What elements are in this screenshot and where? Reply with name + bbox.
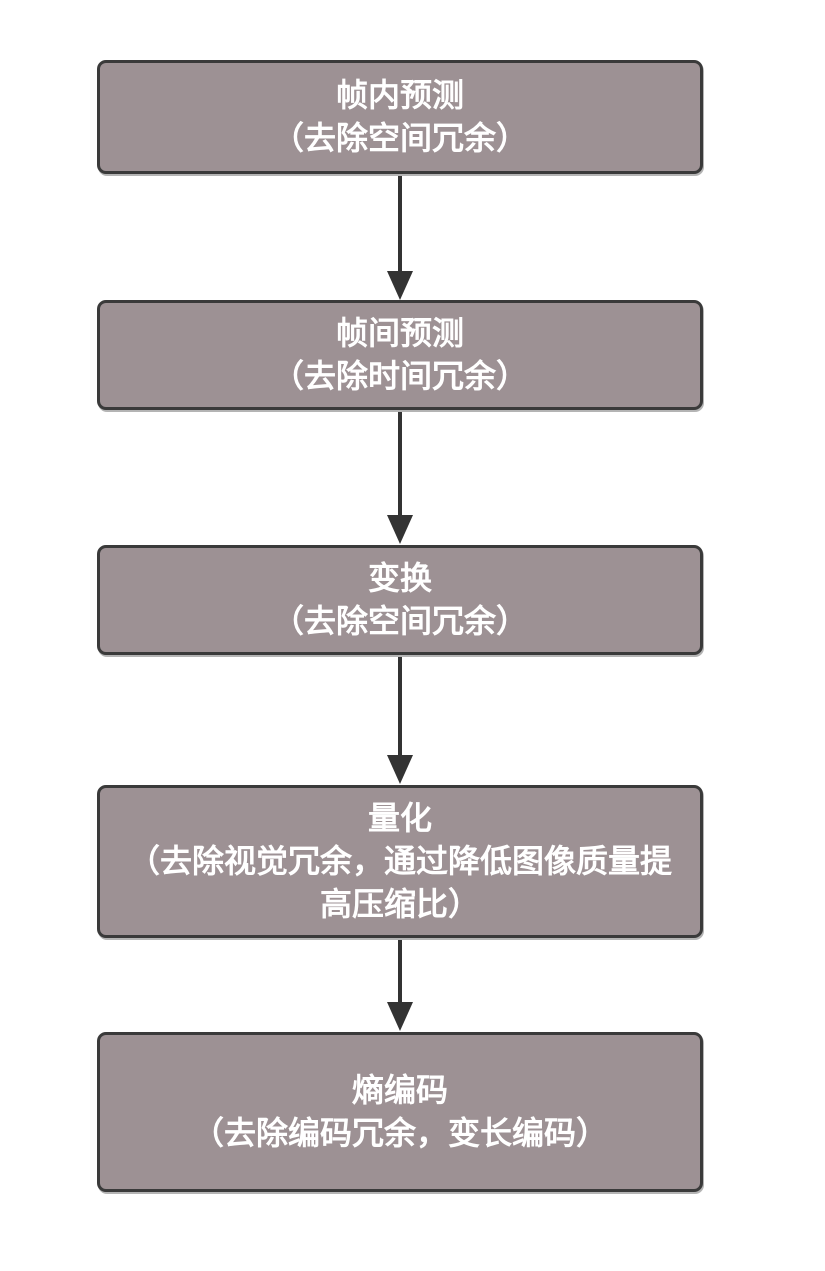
flow-step-subtitle: （去除时间冗余） [271, 358, 528, 394]
flow-step-subtitle: （去除空间冗余） [271, 120, 528, 156]
flow-step-title: 变换 [367, 559, 432, 596]
flow-step-subtitle: （去除空间冗余） [271, 603, 528, 639]
flow-step-title: 熵编码 [351, 1071, 448, 1108]
flow-step-title: 帧内预测 [335, 76, 464, 113]
flow-step-intra-prediction: 帧内预测 （去除空间冗余） [97, 60, 703, 174]
flow-step-entropy-coding: 熵编码 （去除编码冗余，变长编码） [97, 1032, 703, 1192]
down-arrow-icon [398, 657, 402, 755]
down-arrow-icon [398, 176, 402, 271]
flow-step-subtitle: （去除编码冗余，变长编码） [191, 1115, 608, 1151]
flow-step-subtitle: （去除视觉冗余，通过降低图像质量提高压缩比） [127, 842, 672, 923]
flow-step-title: 量化 [367, 799, 432, 836]
flow-step-inter-prediction: 帧间预测 （去除时间冗余） [97, 300, 703, 410]
flow-step-quantization: 量化 （去除视觉冗余，通过降低图像质量提高压缩比） [97, 785, 703, 938]
flow-step-transform: 变换 （去除空间冗余） [97, 545, 703, 655]
down-arrow-icon [398, 940, 402, 1002]
flow-step-title: 帧间预测 [335, 314, 464, 351]
down-arrow-icon [398, 412, 402, 515]
